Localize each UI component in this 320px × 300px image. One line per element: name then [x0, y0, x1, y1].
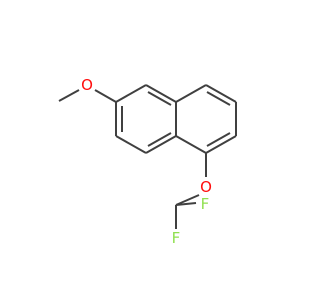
bond-c6-c5: [115, 84, 147, 103]
methoxy-oxygen-label: O: [81, 76, 93, 94]
bond-c2-c1: [205, 135, 237, 154]
molecule-structure: O O F F: [58, 76, 237, 247]
fluorine-bottom-label: F: [172, 229, 181, 247]
ether-oxygen-label: O: [200, 178, 212, 196]
bond-c5-c4a: [145, 84, 177, 103]
bond-c1-c8a: [175, 135, 207, 154]
bond-c4a-c4: [175, 84, 207, 103]
bond-c4-c3-inner: [206, 91, 231, 106]
bond-methyl-oxygen: [58, 89, 80, 102]
bond-c8a-c8: [145, 135, 177, 154]
bond-oxygen-cf2: [175, 194, 200, 206]
fluorine-right-label: F: [201, 195, 210, 213]
bond-c2-c1-inner: [206, 132, 231, 147]
bond-cf2-fluorine-right: [175, 202, 197, 206]
bond-c8a-c8-inner: [147, 132, 172, 147]
bond-c5-c4a-inner: [147, 91, 172, 106]
bond-c4-c3: [205, 84, 237, 103]
bond-oxygen-ring: [94, 89, 117, 103]
bond-c8-c7: [115, 135, 147, 154]
